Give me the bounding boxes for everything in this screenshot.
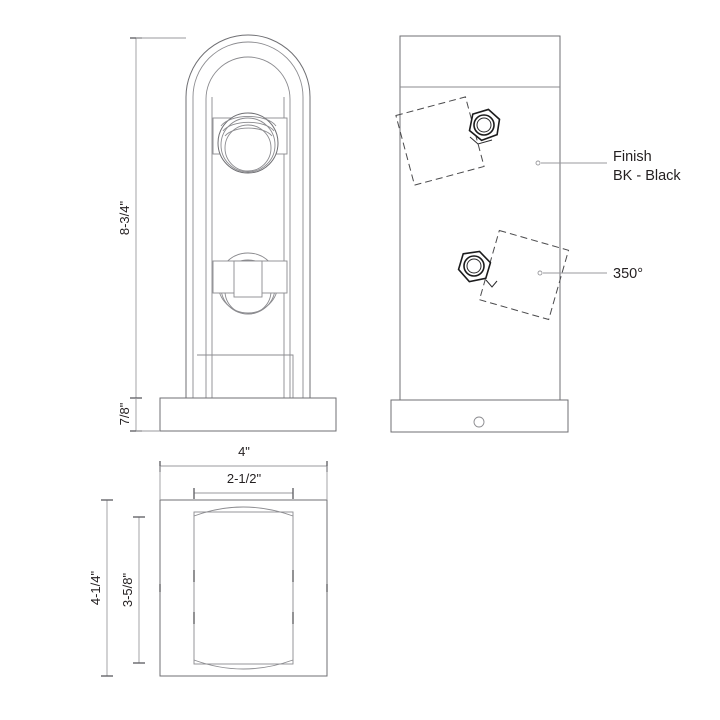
lamp-head-upper-side — [395, 96, 501, 186]
front-base-plinth — [159, 397, 337, 432]
plan-base-outline — [159, 499, 328, 677]
plan-body-arc-bottom — [193, 659, 294, 670]
dimension-body-depth: 3-5/8" — [120, 516, 145, 664]
plan-body-arc-top — [193, 506, 294, 517]
lamp-head-lower-rotated-square — [478, 229, 570, 321]
side-elevation-view: Finish BK - Black 350° — [390, 35, 681, 433]
lamp-head-lower-knob-edge — [485, 279, 498, 288]
dimension-base-width: 4" — [159, 444, 328, 500]
rotation-callout: 350° — [537, 266, 643, 282]
dimension-label-base-width: 4" — [238, 444, 250, 459]
dimension-label-base-depth: 4-1/4" — [88, 570, 103, 605]
front-base-rect — [159, 397, 337, 432]
lamp-head-upper-knob-inner — [476, 117, 492, 133]
side-base-plinth — [390, 399, 569, 433]
front-body-outer-outline — [185, 34, 311, 398]
dimension-label-base-height: 7/8" — [117, 402, 132, 425]
finish-callout-label-line2: BK - Black — [613, 168, 681, 184]
dimension-base-height: 7/8" — [117, 398, 160, 432]
lamp-head-upper-knob — [468, 108, 501, 145]
dimension-label-height-overall: 8-3/4" — [117, 200, 132, 235]
front-body-inner-outline — [192, 41, 304, 398]
lamp-head-upper-barrel-top — [220, 116, 277, 127]
dimension-body-width: 2-1/2" — [193, 471, 294, 499]
rotation-callout-dot — [537, 270, 543, 276]
lamp-head-upper-barrel-top2 — [222, 121, 275, 132]
lamp-head-upper-ring-inner — [224, 124, 272, 172]
finish-callout-dot — [535, 160, 541, 166]
top-plan-view: 4" 2-1/2" 4-1/4" 3-5/8" — [88, 444, 328, 677]
lamp-head-lower-side — [457, 229, 570, 321]
dimension-base-depth: 4-1/4" — [88, 499, 113, 677]
dimension-height-overall: 8-3/4" — [117, 37, 186, 399]
side-base-screw-hole — [473, 416, 485, 428]
side-body-outline — [399, 35, 561, 401]
plan-body-outline — [193, 511, 294, 665]
lamp-head-upper-knob-edge — [469, 136, 493, 145]
finish-callout: Finish BK - Black — [535, 149, 681, 184]
lamp-head-upper-barrel-top3 — [224, 127, 273, 137]
front-lower-panel — [197, 354, 294, 399]
lamp-head-upper-ring-mid — [220, 117, 276, 173]
lamp-head-lower-knob-inner — [466, 258, 482, 274]
dimension-label-body-depth: 3-5/8" — [120, 572, 135, 607]
lamp-head-lower-front — [212, 252, 288, 315]
finish-callout-label-line1: Finish — [613, 149, 652, 165]
front-body-glass-arch — [205, 56, 291, 398]
lamp-head-lower-knob — [457, 250, 498, 288]
lamp-head-lower-stem — [233, 260, 263, 298]
front-elevation-view: 8-3/4" 7/8" — [117, 34, 337, 432]
rotation-callout-label: 350° — [613, 266, 643, 282]
lamp-head-upper-rotated-square — [395, 96, 485, 186]
lamp-head-upper-front — [212, 112, 288, 174]
dimension-label-body-width: 2-1/2" — [227, 471, 262, 486]
